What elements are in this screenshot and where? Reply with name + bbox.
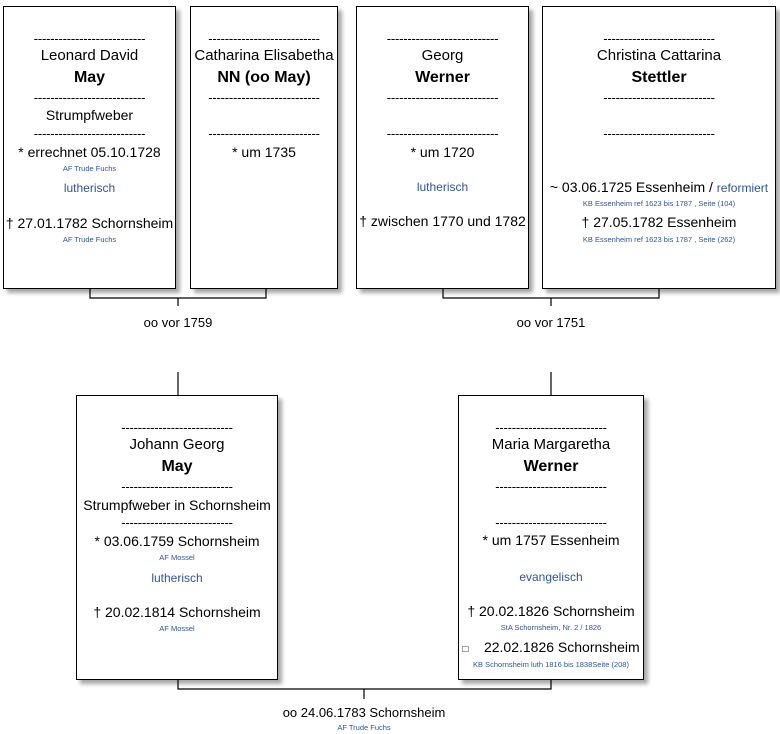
- separator: ---------------------------: [33, 31, 146, 46]
- birth-source: AF Mossel: [159, 553, 195, 562]
- separator: ---------------------------: [603, 126, 715, 141]
- occupation: Strumpfweber: [45, 107, 134, 123]
- separator: ---------------------------: [121, 420, 233, 435]
- death-source: KB Essenheim ref 1623 bis 1787 , Seite (…: [582, 235, 736, 244]
- religion: lutherisch: [416, 180, 469, 194]
- person-card-catharina-nn[interactable]: --------------------------- Catharina El…: [190, 6, 338, 289]
- religion: lutherisch: [151, 571, 203, 585]
- separator: ---------------------------: [495, 420, 607, 435]
- baptism-religion: reformiert: [716, 181, 769, 195]
- person-card-christina-stettler[interactable]: --------------------------- Christina Ca…: [542, 6, 776, 289]
- baptism-date: ~ 03.06.1725 Essenheim /: [549, 179, 713, 195]
- surname: Stettler: [631, 69, 687, 86]
- baptism-line: ~ 03.06.1725 Essenheim / reformiert: [543, 179, 775, 197]
- bracket-werner-stettler: [442, 289, 660, 306]
- burial-icon: □: [462, 644, 469, 655]
- marriage-werner-stettler: oo vor 1751: [516, 315, 586, 330]
- given-name: Johann Georg: [129, 436, 225, 453]
- death-source: StA Schornsheim, Nr. 2 / 1826: [500, 623, 602, 632]
- person-card-maria-werner[interactable]: --------------------------- Maria Margar…: [458, 395, 644, 680]
- given-name: Maria Margaretha: [491, 436, 611, 453]
- separator: ---------------------------: [495, 515, 607, 530]
- religion: evangelisch: [519, 570, 583, 584]
- occupation: Strumpfweber in Schornsheim: [83, 497, 271, 513]
- death-date: † 20.02.1826 Schornsheim: [467, 603, 635, 619]
- separator: ---------------------------: [121, 479, 233, 494]
- birth-date: * um 1757 Essenheim: [482, 532, 620, 548]
- death-date: † 20.02.1814 Schornsheim: [93, 604, 261, 620]
- death-source: AF Trude Fuchs: [62, 235, 117, 244]
- separator: ---------------------------: [208, 31, 320, 46]
- surname: May: [73, 69, 106, 86]
- death-date: † zwischen 1770 und 1782: [359, 213, 526, 229]
- death-date: † 27.01.1782 Schornsheim: [5, 215, 174, 231]
- given-name: Christina Cattarina: [596, 47, 722, 64]
- separator: ---------------------------: [495, 479, 607, 494]
- birth-date: * um 1735: [232, 144, 296, 160]
- burial-line: □ 22.02.1826 Schornsheim: [459, 639, 643, 658]
- bracket-may-werner: [177, 680, 552, 699]
- separator: ---------------------------: [208, 90, 320, 105]
- surname: Werner: [415, 69, 470, 86]
- separator: ---------------------------: [33, 126, 146, 141]
- person-card-leonard-may[interactable]: --------------------------- Leonard Davi…: [3, 6, 176, 289]
- burial-date: 22.02.1826 Schornsheim: [483, 639, 640, 655]
- marriage-may-nn: oo vor 1759: [143, 315, 213, 330]
- burial-source: KB Schornsheim luth 1816 bis 1838Seite (…: [473, 660, 629, 669]
- person-card-johann-may[interactable]: --------------------------- Johann Georg…: [76, 395, 278, 680]
- birth-source: AF Trude Fuchs: [62, 164, 117, 173]
- surname: Werner: [523, 458, 579, 475]
- birth-date: * um 1720: [410, 144, 475, 160]
- separator: ---------------------------: [603, 31, 715, 46]
- separator: ---------------------------: [121, 515, 233, 530]
- separator: ---------------------------: [208, 126, 320, 141]
- separator: ---------------------------: [33, 90, 146, 105]
- given-name: Georg: [421, 47, 464, 64]
- person-card-georg-werner[interactable]: --------------------------- Georg Werner…: [356, 6, 529, 289]
- marriage-date: oo 24.06.1783 Schornsheim: [282, 705, 446, 720]
- marriage-may-werner: oo 24.06.1783 Schornsheim AF Trude Fuchs: [264, 705, 464, 732]
- death-date: † 27.05.1782 Essenheim: [581, 214, 737, 230]
- birth-date: * errechnet 05.10.1728: [18, 144, 161, 160]
- given-name: Leonard David: [40, 47, 139, 64]
- separator: ---------------------------: [386, 31, 499, 46]
- bracket-may-nn: [89, 289, 267, 306]
- separator: ---------------------------: [386, 90, 499, 105]
- surname: May: [161, 458, 193, 475]
- given-name: Catharina Elisabetha: [194, 47, 334, 64]
- marriage-source: AF Trude Fuchs: [337, 723, 391, 732]
- death-source: AF Mossel: [159, 624, 195, 633]
- separator: ---------------------------: [386, 126, 499, 141]
- birth-date: * 03.06.1759 Schornsheim: [94, 533, 260, 549]
- religion: lutherisch: [63, 181, 116, 195]
- baptism-source: KB Essenheim ref 1623 bis 1787 , Seite (…: [582, 199, 736, 208]
- surname: NN (oo May): [217, 69, 311, 86]
- separator: ---------------------------: [603, 90, 715, 105]
